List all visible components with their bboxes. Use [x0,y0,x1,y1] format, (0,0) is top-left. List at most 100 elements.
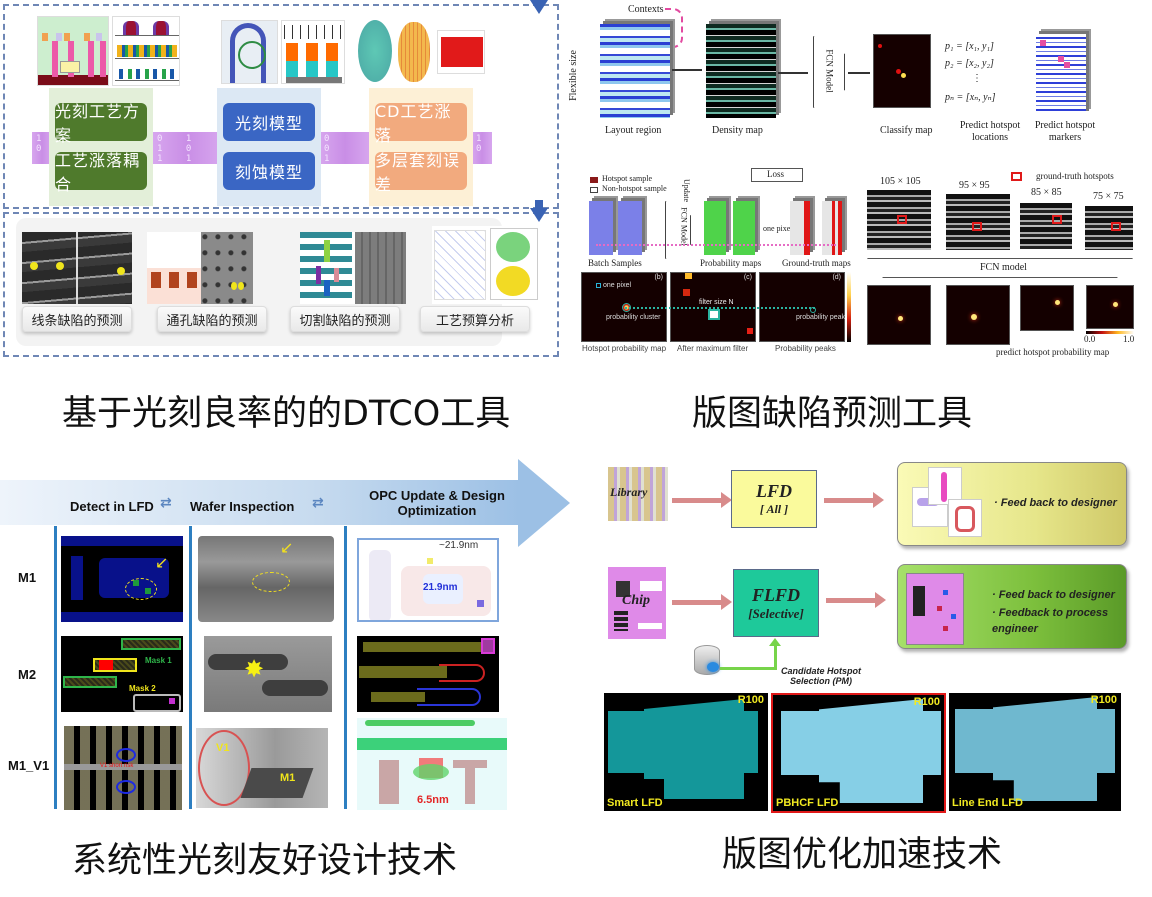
overlay-error-button[interactable]: 多层套刻误差 [375,151,467,194]
swap-arrows-icon: ⇄ [312,494,324,510]
line-end-lfd-map: R100 Line End LFD [949,693,1121,811]
bullet-text: Feed back to designer [1000,497,1117,509]
binary-text: 1 1 0 1 [157,154,201,164]
arrow-icon [826,592,886,608]
row-label-m2: M2 [18,667,37,682]
probability-cluster-annotation: probability cluster [606,314,661,321]
dtco-model-frame [3,4,559,209]
litho-model-button[interactable]: 光刻模型 [223,103,315,141]
probability-maps-label: Probability maps [700,258,762,268]
binary-strip: 0 1 1 01 1 0 1 [153,132,221,164]
column-divider [344,526,347,809]
fcn-model-label: FCN Model [824,49,835,93]
non-hotspot-sample-icon [590,187,598,193]
classify-map-label: Classify map [880,125,933,136]
library-image: Library [608,467,668,521]
probability-map-cube [733,201,755,255]
defect-burst-icon: ✸ [244,656,265,683]
predict-locations-label: Predict hotspot locations [959,120,1021,143]
density-map-label: Density map [712,125,763,136]
column-divider [189,526,192,809]
m1-measure-top: ~21.9nm [439,540,479,551]
m1-lfd-detect-image: ↙ [61,536,183,622]
cut-defect-image [300,232,406,304]
point-pn: pₙ = [xₙ, yₙ] [945,92,996,103]
v1-risk-label: V1 short risk [100,763,134,769]
variation-coupling-button[interactable]: 工艺涨落耦合 [55,151,147,194]
process-scheme-button[interactable]: 光刻工艺方案 [55,102,147,145]
lfd-all-box[interactable]: LFD [ All ] [731,470,817,528]
colorbar-min: 0.0 [1084,334,1096,344]
column-divider [54,526,57,809]
litho-model-image [221,20,278,84]
binary-text: 1 0 [36,134,51,154]
header-wafer-inspection: Wafer Inspection [190,499,295,514]
caption-hotspot: 版图缺陷预测工具 [692,394,973,434]
m2-lfd-detect-image: Mask 1 Mask 2 [61,636,183,712]
green-connector [720,667,776,670]
header-detect-lfd: Detect in LFD [70,499,154,514]
green-connector [774,645,777,670]
loss-box [751,168,803,182]
layout-region-image [600,24,670,118]
caption-lfd: 系统性光刻友好设计技术 [72,841,458,881]
fcn-model-label: FCN Model [679,207,689,246]
wafer-overlay-map-image [396,18,434,86]
predict-map-105 [867,285,931,345]
peak-link-line [625,307,815,309]
v1-measure: 6.5nm [417,794,449,806]
probability-map-cube [704,201,726,255]
wafer-cd-map-image [357,16,393,88]
one-pixel-label: one pixel [763,224,793,233]
predict-markers-label: Predict hotspot markers [1034,120,1096,143]
contexts-label: Contexts [628,4,664,15]
point-p2: p₂ = [x₂, y₂] [945,58,994,69]
down-arrow-icon [530,208,548,222]
via-defect-image [147,232,253,304]
size-95: 95 × 95 [959,180,990,191]
chip-image: Chip [608,567,666,639]
batch-samples-label: Batch Samples [588,258,642,268]
mask1-label: Mask 1 [145,656,172,665]
up-arrow-icon [769,638,781,646]
v1-label: V1 [216,742,230,754]
batch-sample-cube [618,201,642,255]
size-75: 75 × 75 [1093,191,1124,202]
chip-label: Chip [622,593,651,608]
map-tag: R100 [913,696,940,708]
process-feedback-box: · Feed back to designer · Feedback to pr… [897,564,1127,649]
binary-text: 0 0 1 0 [324,134,339,164]
density-map-image [706,24,776,118]
flfd-selective-box[interactable]: FLFD [Selective] [733,569,819,637]
m2-wafer-sem-image: ✸ [204,636,332,712]
m1v1-lfd-detect-image: V1 short risk [64,726,182,810]
map-tag: R100 [737,694,764,706]
contexts-arrow-icon [665,8,683,48]
size-85: 85 × 85 [1031,187,1062,198]
hotspot-probability-map-label: Hotspot probability map [582,344,667,353]
arrow-icon [824,492,884,508]
cd-variation-button[interactable]: CD工艺涨落 [375,102,467,145]
binary-strip: 1 0 [32,132,52,164]
library-label: Library [610,485,648,499]
header-opc-update: OPC Update & Design Optimization [369,488,505,518]
binary-text: 1 0 [476,134,491,154]
pixel-link-line [596,244,836,246]
swap-arrows-icon: ⇄ [160,494,172,510]
row-label-m1: M1 [18,570,37,585]
m1-wafer-sem-image: ↙ [198,536,334,622]
pbhcf-lfd-map: R100 PBHCF LFD [771,693,946,813]
non-hotspot-sample-label: Non-hotspot sample [602,184,667,193]
m1v1-wafer-tem-image: V1 M1 [196,728,328,808]
etch-model-image [281,20,345,84]
candidate-hotspot-label: Candidate Hotspot Selection (PM) [781,666,861,686]
bullet-text: Feed back to designer [998,589,1115,601]
process-budget-label: 工艺预算分析 [420,306,530,332]
probability-peak-annotation: probability peak [796,314,846,321]
etch-model-button[interactable]: 刻蚀模型 [223,152,315,190]
dtco-column-process: 光刻工艺方案 工艺涨落耦合 [49,88,153,206]
probability-colorbar [1086,331,1134,334]
process-budget-image [432,226,540,304]
hotspot-markers-image [1036,34,1086,114]
ground-truth-legend-label: ground-truth hotspots [1036,171,1114,181]
